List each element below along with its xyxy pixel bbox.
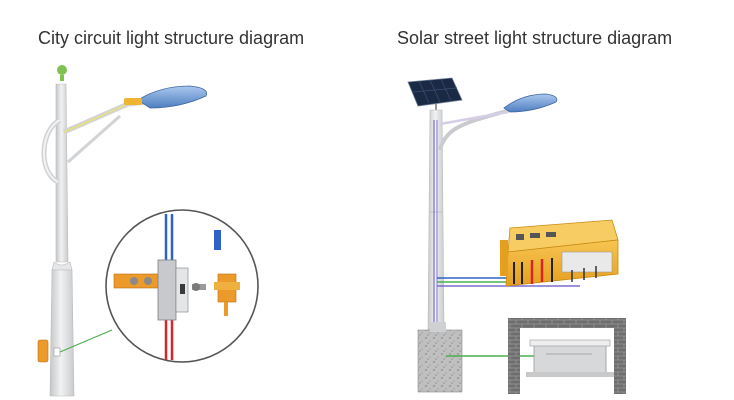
solar-lamp-head-icon xyxy=(503,93,558,113)
solar-light-diagram xyxy=(407,77,626,394)
battery-pit-icon xyxy=(508,318,626,394)
concrete-foundation-icon xyxy=(417,329,463,393)
pole-cap-icon xyxy=(57,65,67,75)
solar-controller-icon xyxy=(500,219,619,287)
solar-panel-icon xyxy=(407,77,463,107)
terminal-block-icon xyxy=(157,259,177,321)
city-lamp-head-icon xyxy=(137,85,208,109)
solar-light-title: Solar street light structure diagram xyxy=(397,28,673,48)
city-pole-icon xyxy=(55,83,69,263)
city-light-title: City circuit light structure diagram xyxy=(38,28,305,48)
battery-box-icon xyxy=(526,339,614,377)
pole-junction-box-icon xyxy=(37,339,49,363)
blue-part-icon xyxy=(214,230,221,250)
city-light-diagram xyxy=(37,65,259,397)
